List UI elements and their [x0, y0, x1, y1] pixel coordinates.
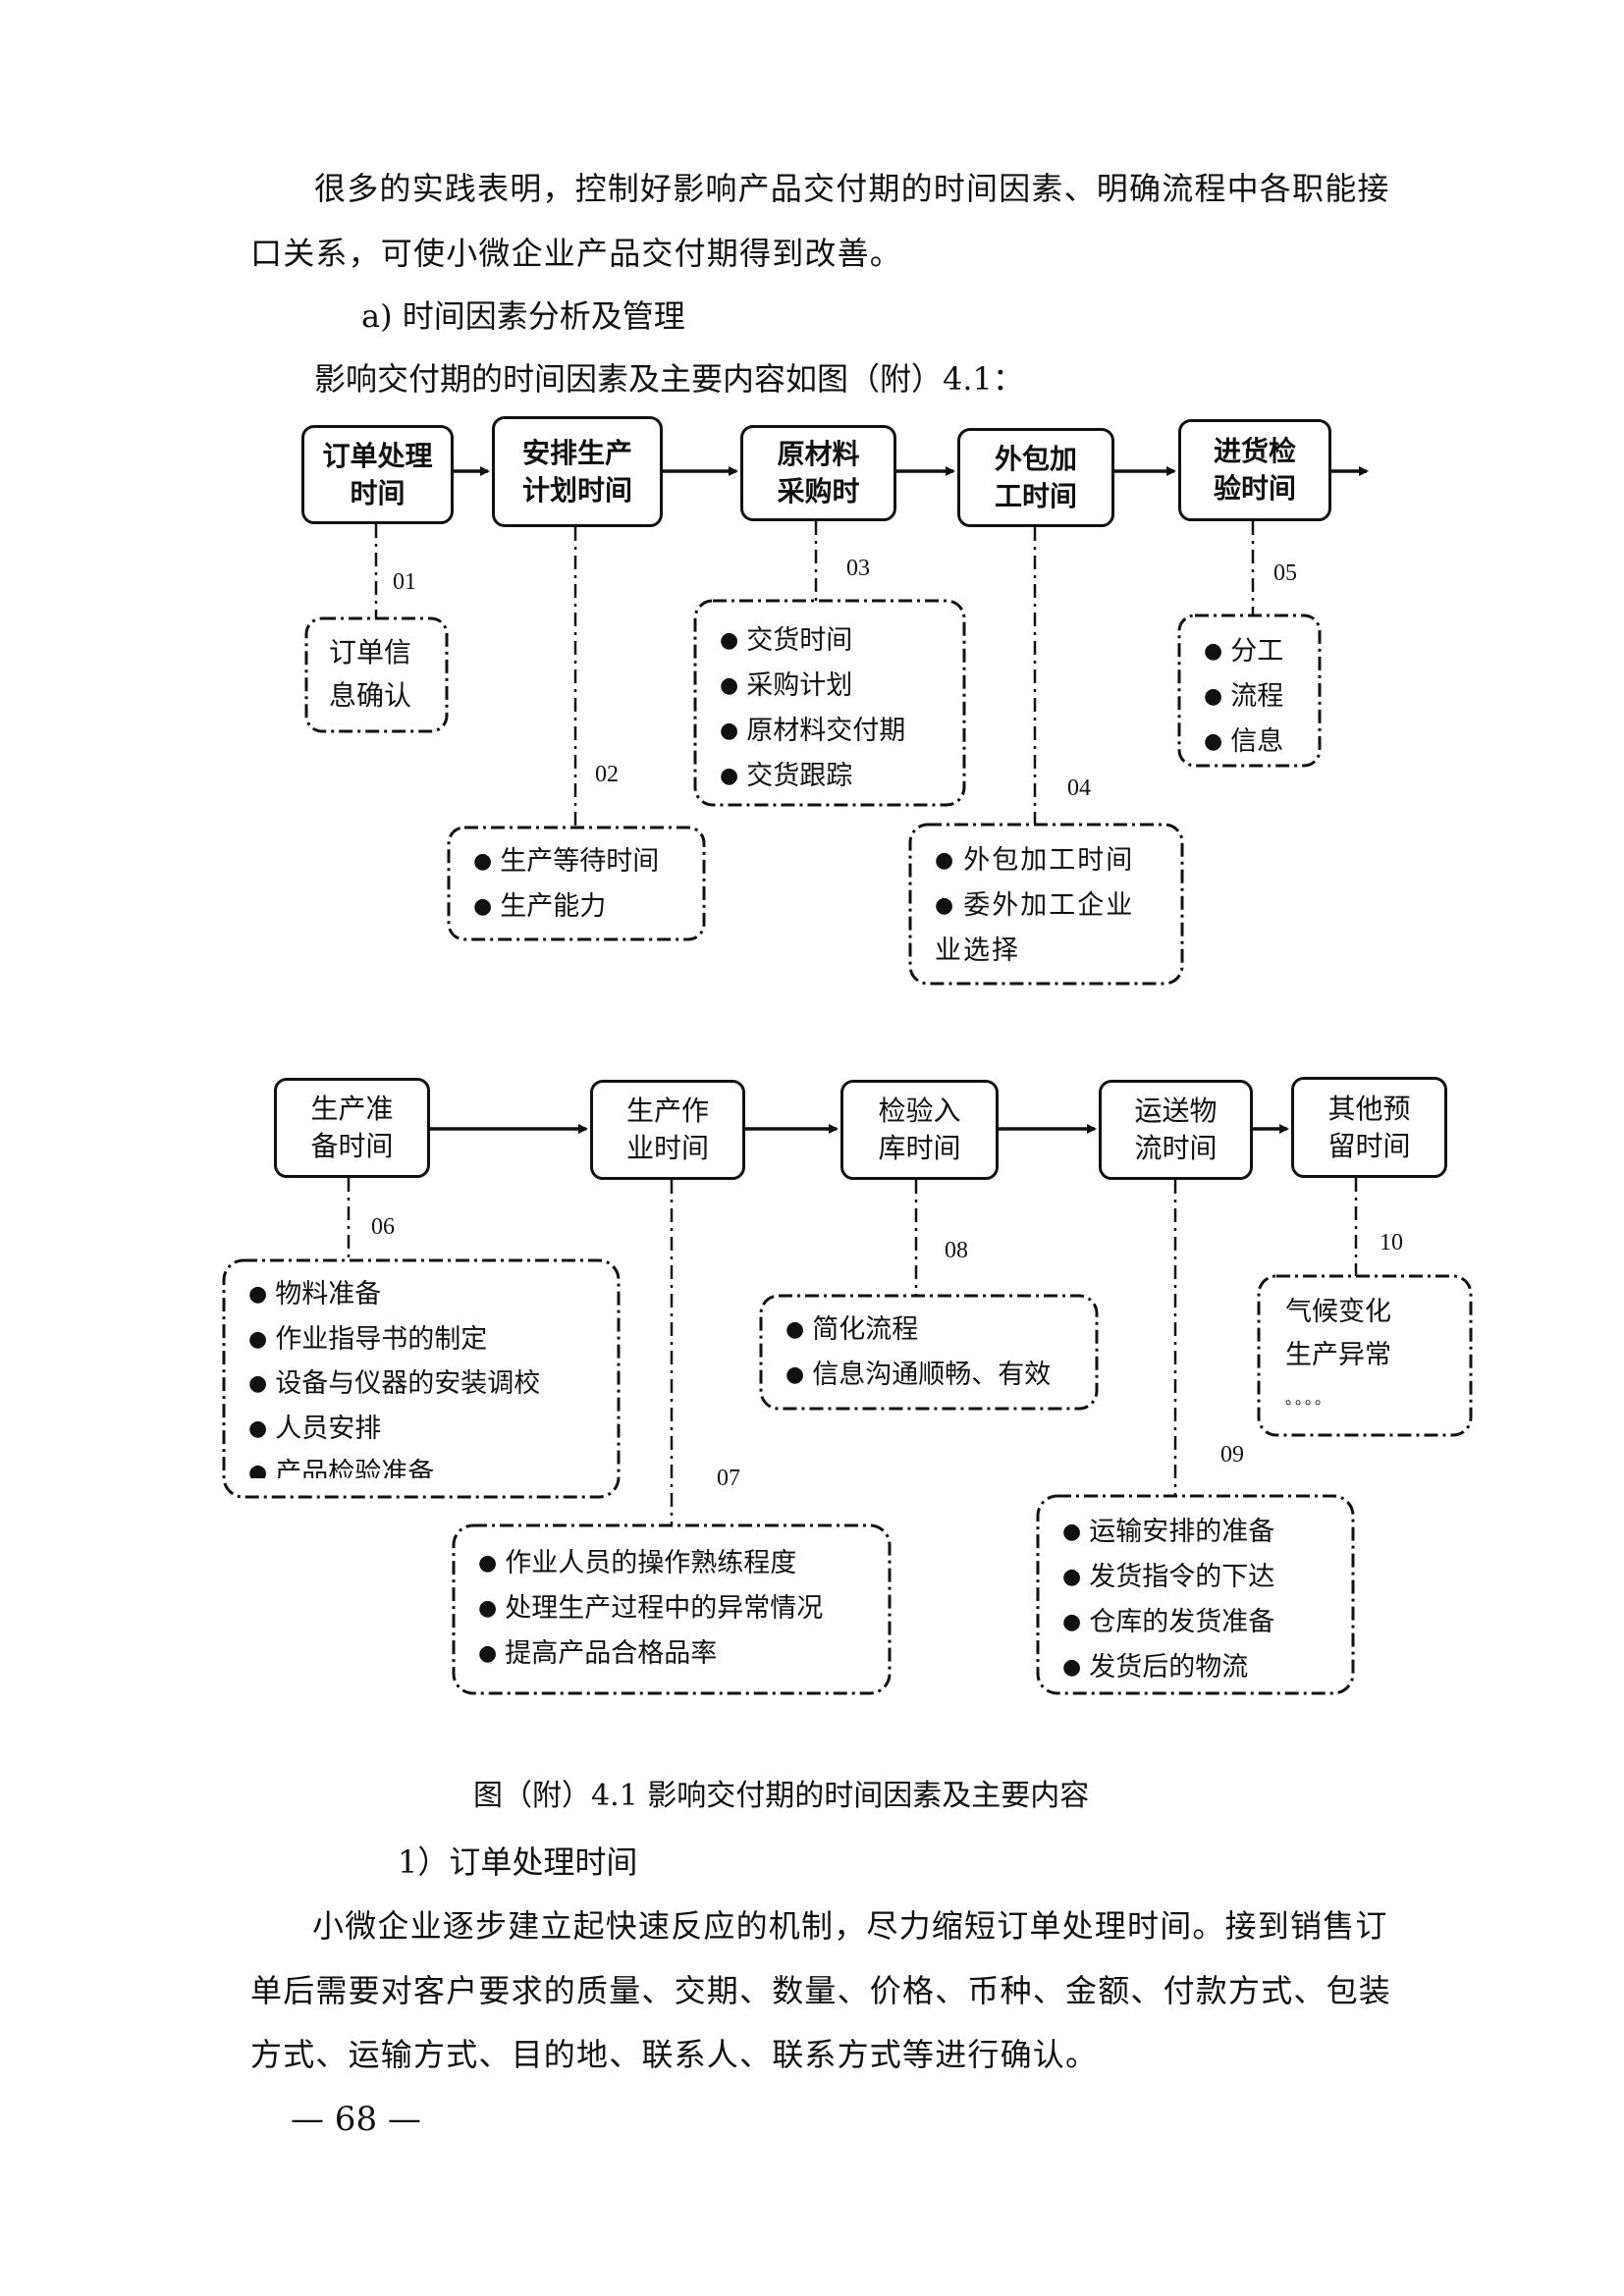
callout-number: 10 [1380, 1230, 1403, 1255]
node-label: 检验入库时间 [878, 1095, 961, 1164]
node-shipping-logistics: 运送物流时间 [1099, 1080, 1253, 1180]
node-label: 外包加工时间 [994, 442, 1077, 512]
callout-item: 生产能力 [473, 885, 701, 931]
callout-item: 作业指导书的制定 [248, 1318, 616, 1363]
callout-item: 流程 [1204, 675, 1317, 721]
node-incoming-inspection: 进货检验时间 [1178, 419, 1331, 521]
callout-item: 交货时间 [720, 619, 961, 665]
callout-09: 运输安排的准备 发货指令的下达 仓库的发货准备 发货后的物流 [1041, 1499, 1350, 1690]
node-production-work: 生产作业时间 [590, 1080, 745, 1180]
intro-text: 影响交付期的时间因素及主要内容如图（附）4.1： [314, 360, 1024, 398]
node-inspection-storage: 检验入库时间 [840, 1080, 999, 1180]
callout-item: 简化流程 [785, 1308, 1094, 1354]
callout-border [693, 599, 966, 807]
node-label: 生产准备时间 [310, 1093, 394, 1162]
node-material-purchase: 原材料采购时 [740, 425, 896, 521]
callout-item: 人员安排 [248, 1408, 616, 1453]
figure-caption: 图（附）4.1 影响交付期的时间因素及主要内容 [473, 1779, 1090, 1813]
callout-item: 物料准备 [248, 1273, 616, 1318]
paragraph-line: 方式、运输方式、目的地、联系人、联系方式等进行确认。 [250, 2036, 1099, 2073]
node-production-planning: 安排生产计划时间 [492, 416, 663, 527]
node-label: 其他预留时间 [1327, 1092, 1411, 1162]
callout-item: 信息 [1204, 721, 1317, 763]
subheading-1: 1）订单处理时间 [398, 1843, 638, 1881]
callout-item: 设备与仪器的安装调校 [248, 1362, 616, 1408]
page-number: — 68 — [291, 2100, 421, 2139]
callout-01: 订单信息确认 [309, 621, 444, 728]
callout-05: 分工 流程 信息 [1182, 618, 1317, 763]
callout-item: 作业人员的操作熟练程度 [478, 1542, 887, 1587]
callout-07: 作业人员的操作熟练程度 处理生产过程中的异常情况 提高产品合格品率 [457, 1528, 887, 1690]
callout-item: 信息沟通顺畅、有效 [785, 1354, 1094, 1399]
paragraph-line: 很多的实践表明，控制好影响产品交付期的时间因素、明确流程中各职能接 [314, 170, 1390, 207]
node-reserve-time: 其他预留时间 [1291, 1077, 1447, 1178]
callout-10: 气候变化 生产异常 。。。。 [1262, 1279, 1468, 1432]
callout-item: 委外加工企业 [935, 884, 1179, 930]
node-label: 安排生产计划时间 [521, 436, 632, 507]
callout-border [908, 823, 1184, 986]
callout-border [759, 1294, 1099, 1411]
callout-number: 03 [846, 556, 870, 581]
callout-item: 订单信息确认 [329, 636, 412, 712]
callout-number: 02 [595, 762, 619, 787]
callout-number: 07 [717, 1466, 740, 1491]
callout-08: 简化流程 信息沟通顺畅、有效 [764, 1299, 1094, 1406]
callout-item: 提高产品合格品率 [478, 1632, 887, 1678]
callout-03: 交货时间 采购计划 原材料交付期 交货跟踪 [698, 604, 961, 802]
paragraph-line: 口关系，可使小微企业产品交付期得到改善。 [250, 235, 903, 272]
callout-item: 气候变化 [1285, 1297, 1391, 1327]
callout-item: 产品检验准备 [248, 1452, 616, 1478]
subheading-a: a) 时间因素分析及管理 [361, 297, 685, 335]
paragraph-line: 小微企业逐步建立起快速反应的机制，尽力缩短订单处理时间。接到销售订 [312, 1907, 1388, 1945]
callout-number: 06 [371, 1214, 395, 1240]
callout-number: 01 [393, 569, 416, 595]
callout-item: 发货指令的下达 [1062, 1556, 1350, 1601]
callout-number: 04 [1067, 775, 1091, 801]
callout-item: 外包加工时间 [935, 839, 1179, 884]
callout-number: 09 [1220, 1442, 1244, 1468]
callout-border [222, 1258, 621, 1499]
node-production-prep: 生产准备时间 [274, 1078, 430, 1178]
callout-item: 运输安排的准备 [1062, 1511, 1350, 1556]
callout-item: 原材料交付期 [720, 710, 961, 755]
paragraph-line: 单后需要对客户要求的质量、交期、数量、价格、币种、金额、付款方式、包装 [250, 1972, 1392, 2009]
callout-item: 仓库的发货准备 [1062, 1601, 1350, 1646]
callout-04: 外包加工时间 委外加工企业 业选择 [913, 828, 1179, 981]
callout-item: 交货跟踪 [720, 755, 961, 800]
node-label: 进货检验时间 [1213, 435, 1296, 505]
callout-item: 。。。。 [1285, 1389, 1333, 1408]
callout-02: 生产等待时间 生产能力 [452, 830, 701, 936]
callout-item: 处理生产过程中的异常情况 [478, 1587, 887, 1632]
callout-number: 05 [1273, 561, 1297, 586]
callout-item: 生产等待时间 [473, 840, 701, 885]
callout-border [304, 616, 449, 733]
callout-border [1257, 1274, 1473, 1437]
node-order-processing: 订单处理时间 [301, 425, 454, 524]
callout-item: 业选择 [935, 935, 1020, 966]
node-label: 生产作业时间 [625, 1095, 709, 1164]
callout-item: 采购计划 [720, 665, 961, 710]
node-label: 原材料采购时 [777, 438, 860, 507]
callout-number: 08 [945, 1238, 968, 1263]
callout-item: 分工 [1204, 630, 1317, 675]
callout-item: 发货后的物流 [1062, 1646, 1350, 1690]
node-label: 订单处理时间 [322, 439, 433, 509]
callout-border [452, 1523, 892, 1695]
node-outsourcing: 外包加工时间 [957, 428, 1114, 527]
node-label: 运送物流时间 [1134, 1095, 1218, 1164]
callout-border [1036, 1494, 1355, 1695]
callout-border [447, 826, 706, 941]
callout-item: 生产异常 [1285, 1340, 1391, 1370]
callout-06: 物料准备 作业指导书的制定 设备与仪器的安装调校 人员安排 产品检验准备 [227, 1263, 616, 1478]
callout-border [1177, 614, 1322, 768]
